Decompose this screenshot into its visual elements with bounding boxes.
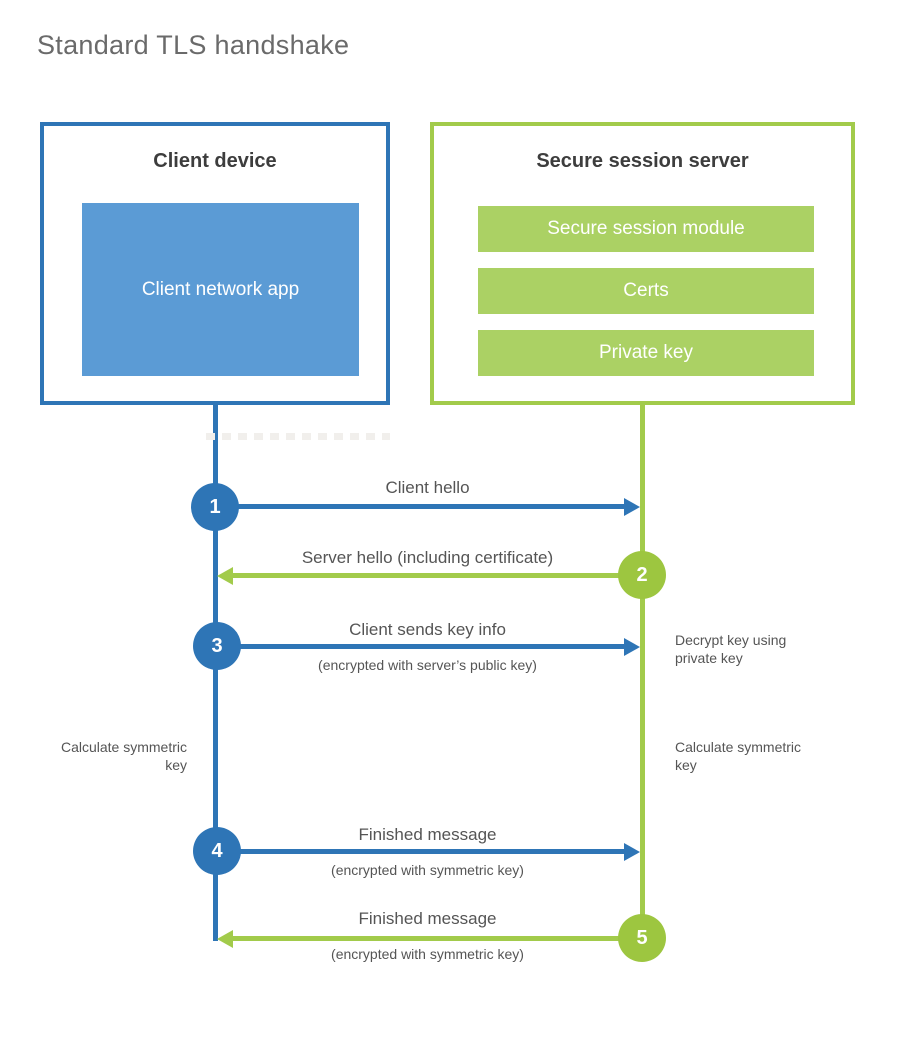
server-module-private-key: Private key [478,330,814,376]
step-circle-5: 5 [618,914,666,962]
msg-label-finished-4: Finished message [358,825,497,844]
msg-label-key-info: Client sends key info [349,620,506,639]
arrow-4-shaft [215,849,625,854]
step-circle-1: 1 [191,483,239,531]
arrow-5-shaft [232,936,642,941]
server-modules: Secure session module Certs Private key [478,206,814,376]
arrow-1-head-icon [624,498,640,516]
client-lifeline [213,405,218,941]
arrow-3-shaft [215,644,625,649]
server-title: Secure session server [536,150,749,172]
msg-label-finished-5: Finished message [358,909,497,928]
server-box: Secure session server Secure session mod… [430,122,855,405]
server-module-certs: Certs [478,268,814,314]
arrow-1-shaft [215,504,625,509]
server-module-secure-session: Secure session module [478,206,814,252]
arrow-5-head-icon [217,930,233,948]
msg-sublabel-finished-5: (encrypted with symmetric key) [331,946,524,962]
arrow-2-shaft [232,573,642,578]
msg-sublabel-finished-4: (encrypted with symmetric key) [331,862,524,878]
note-calculate-symmetric-left: Calculate symmetric key [60,739,187,773]
arrow-2-head-icon [217,567,233,585]
note-calculate-symmetric-right: Calculate symmetric key [675,739,802,773]
step-circle-2: 2 [618,551,666,599]
arrow-4-head-icon [624,843,640,861]
step-circle-3: 3 [193,622,241,670]
client-device-title: Client device [153,150,277,172]
client-device-box: Client device Client network app [40,122,390,405]
msg-sublabel-key-info: (encrypted with server’s public key) [318,657,537,673]
arrow-3-head-icon [624,638,640,656]
note-decrypt-key: Decrypt key using private key [675,632,787,666]
msg-label-server-hello: Server hello (including certificate) [301,548,554,567]
page-title: Standard TLS handshake [37,30,350,60]
client-network-app-box: Client network app [82,203,359,376]
step-circle-4: 4 [193,827,241,875]
server-lifeline [640,405,645,938]
faint-dashed-artifact [206,433,390,440]
msg-label-client-hello: Client hello [385,478,470,497]
